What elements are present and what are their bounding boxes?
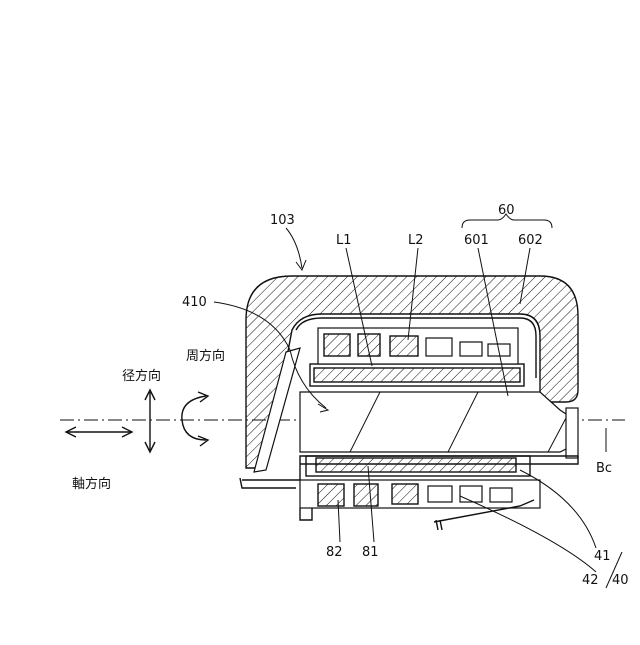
radial-arrow	[145, 390, 155, 452]
end-cap	[566, 408, 578, 458]
label-410: 410	[182, 295, 207, 310]
label-L2: L2	[408, 233, 424, 248]
lower-coil-2	[354, 484, 378, 506]
label-41: 41	[594, 549, 611, 564]
upper-coil-4	[426, 338, 452, 356]
lower-coil-4	[428, 486, 452, 502]
lower-tab	[300, 508, 312, 520]
label-103: 103	[270, 213, 295, 228]
label-601: 601	[464, 233, 489, 248]
leader-103	[286, 228, 302, 268]
label-axial: 軸方向	[72, 476, 111, 492]
upper-coil-1	[324, 334, 350, 356]
lower-coil-6	[490, 488, 512, 502]
lower-coil-5	[460, 486, 482, 502]
upper-coil-3	[390, 336, 418, 356]
label-82: 82	[326, 545, 343, 560]
label-81: 81	[362, 545, 379, 560]
lower-core-81	[316, 458, 516, 472]
label-602: 602	[518, 233, 543, 248]
label-radial: 径方向	[122, 368, 161, 384]
label-circumferential: 周方向	[186, 348, 225, 364]
axial-arrow	[66, 427, 132, 437]
upper-coil-5	[460, 342, 482, 356]
lower-coil-1	[318, 484, 344, 506]
label-Bc: Bc	[596, 461, 612, 476]
label-42: 42	[582, 573, 599, 588]
circumferential-arrow	[182, 392, 208, 446]
label-40: 40	[612, 573, 629, 588]
upper-core-81	[314, 368, 520, 382]
label-60: 60	[498, 203, 515, 218]
rotor-body	[300, 392, 572, 452]
label-L1: L1	[336, 233, 352, 248]
lower-coil-3	[392, 484, 418, 504]
